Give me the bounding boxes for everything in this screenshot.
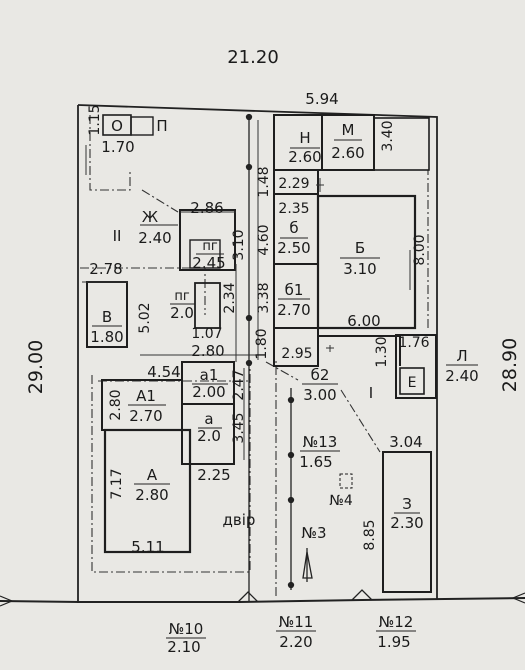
dim-511: 5.11 bbox=[131, 538, 164, 556]
room-ii-label: II bbox=[113, 227, 122, 245]
dim-225: 2.25 bbox=[197, 466, 230, 484]
room-b2-label: б2 bbox=[311, 366, 330, 384]
yard-label: двір bbox=[223, 511, 256, 529]
room-a-label: А bbox=[147, 466, 158, 484]
dim-502: 5.02 bbox=[137, 302, 153, 333]
num-11-dim: 2.20 bbox=[279, 633, 312, 651]
label-underlines bbox=[92, 134, 478, 639]
room-m-label: М bbox=[342, 121, 355, 139]
room-as-dim: 2.0 bbox=[197, 427, 221, 445]
room-b-label: б bbox=[289, 219, 298, 237]
room-o-label: О bbox=[111, 117, 123, 135]
room-n-dim: 2.60 bbox=[288, 148, 321, 166]
dim-right-total: 28.90 bbox=[499, 338, 521, 392]
dim-seg1: 1.48 bbox=[256, 166, 272, 197]
room-zh-dim: 2.40 bbox=[138, 229, 171, 247]
room-v-label: В bbox=[102, 308, 112, 326]
room-b2-dim: 3.00 bbox=[303, 386, 336, 404]
room-v-dim: 1.80 bbox=[90, 328, 123, 346]
room-as-label: а bbox=[204, 410, 213, 428]
room-pg1-dim: 2.45 bbox=[192, 254, 225, 272]
num-12-dim: 1.95 bbox=[377, 633, 410, 651]
dim-295: 2.95 bbox=[281, 346, 312, 362]
dim-seg3: 4.60 bbox=[256, 224, 272, 255]
dim-top: 5.94 bbox=[305, 90, 338, 108]
dimension-lines bbox=[82, 120, 411, 460]
dim-280b: 2.80 bbox=[108, 389, 124, 420]
num-12-label: №12 bbox=[379, 613, 414, 631]
dim-235: 2.35 bbox=[278, 201, 309, 217]
room-e-label: Е bbox=[408, 375, 417, 391]
dim-280: 2.80 bbox=[191, 342, 224, 360]
room-pg1-label: пг bbox=[202, 239, 217, 254]
num-10-dim: 2.10 bbox=[167, 638, 200, 656]
dim-seg4: 3.38 bbox=[256, 282, 272, 313]
buildings bbox=[86, 114, 437, 593]
room-m-dim: 2.60 bbox=[331, 144, 364, 162]
dim-o-width: 1.70 bbox=[101, 138, 134, 156]
room-l-dim: 2.40 bbox=[445, 367, 478, 385]
num-13-dim: 1.65 bbox=[299, 453, 332, 471]
room-i-label: I bbox=[369, 384, 373, 402]
room-pg2-label: пг bbox=[174, 289, 189, 304]
dim-o-height: 1.15 bbox=[87, 104, 103, 135]
room-z-label: З bbox=[402, 495, 412, 513]
num-4-label: №4 bbox=[329, 493, 353, 509]
dim-m-height: 3.40 bbox=[380, 120, 396, 151]
dim-seg2: 3.10 bbox=[231, 229, 247, 260]
plot-boundary bbox=[0, 104, 525, 607]
room-p-label: П bbox=[156, 117, 167, 135]
north-arrow-icon bbox=[302, 548, 313, 582]
dim-seg6: 1.80 bbox=[254, 328, 270, 359]
central-fence bbox=[245, 113, 295, 602]
dim-454: 4.54 bbox=[147, 363, 180, 381]
dim-seg5: 2.34 bbox=[222, 282, 238, 313]
boundary-markers bbox=[237, 589, 373, 603]
dim-top-total: 21.20 bbox=[227, 47, 279, 68]
room-zh-label: Ж bbox=[142, 208, 158, 226]
num-3-label: №3 bbox=[301, 524, 326, 542]
room-b1-label: б1 bbox=[285, 281, 304, 299]
dim-130: 1.30 bbox=[374, 336, 390, 367]
room-l-label: Л bbox=[456, 347, 467, 365]
num-13-label: №13 bbox=[303, 433, 338, 451]
room-bb-dim: 3.10 bbox=[343, 260, 376, 278]
room-a-dim: 2.80 bbox=[135, 486, 168, 504]
room-n-label: Н bbox=[299, 129, 310, 147]
dim-seg8: 3.45 bbox=[231, 412, 247, 443]
dim-304: 3.04 bbox=[389, 433, 422, 451]
dim-left-total: 29.00 bbox=[25, 340, 47, 394]
dim-176: 1.76 bbox=[398, 335, 429, 351]
room-pg2-dim: 2.0 bbox=[170, 304, 194, 322]
dim-885: 8.85 bbox=[362, 519, 378, 550]
dim-286: 2.86 bbox=[190, 199, 223, 217]
dim-seg7: 2.47 bbox=[231, 369, 247, 400]
room-bb-label: Б bbox=[355, 239, 365, 257]
room-a1-dim: 2.70 bbox=[129, 407, 162, 425]
num-10-label: №10 bbox=[169, 620, 204, 638]
num-11-label: №11 bbox=[279, 613, 314, 631]
dim-107: 1.07 bbox=[191, 326, 222, 342]
dim-278: 2.78 bbox=[89, 260, 122, 278]
dim-800: 8.00 bbox=[412, 234, 428, 265]
room-b1-dim: 2.70 bbox=[277, 301, 310, 319]
room-a1-label: А1 bbox=[136, 387, 156, 405]
dim-229: 2.29 bbox=[278, 176, 309, 192]
room-z-dim: 2.30 bbox=[390, 514, 423, 532]
room-a1s-dim: 2.00 bbox=[192, 383, 225, 401]
dim-717: 7.17 bbox=[109, 468, 125, 499]
room-b-dim: 2.50 bbox=[277, 239, 310, 257]
room-a1s-label: а1 bbox=[200, 366, 219, 384]
dim-600: 6.00 bbox=[347, 312, 380, 330]
